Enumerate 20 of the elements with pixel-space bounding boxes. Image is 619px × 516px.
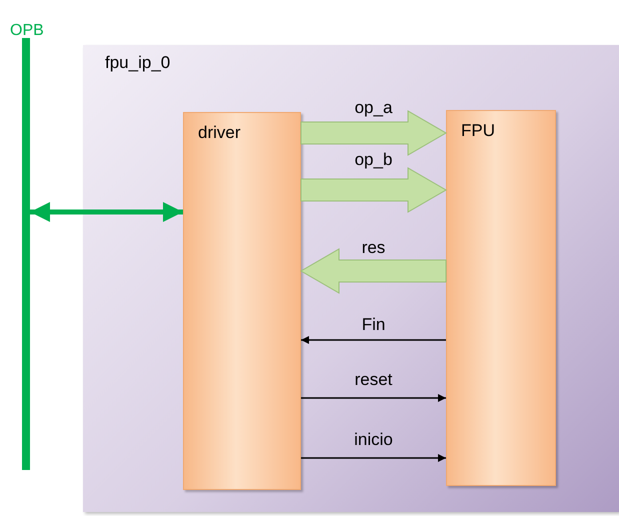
edge-label: res	[362, 238, 386, 258]
edge-label: inicio	[354, 430, 393, 450]
edge-label: op_a	[354, 98, 392, 118]
block-arrow	[300, 248, 446, 294]
arrow	[30, 202, 183, 222]
edge-label: Fin	[362, 315, 386, 335]
arrow	[301, 394, 446, 402]
module-block	[183, 112, 301, 490]
edge-label: reset	[354, 370, 392, 390]
edge-label: op_b	[354, 150, 392, 170]
block-arrow	[300, 167, 447, 213]
arrow	[301, 336, 446, 344]
bus-label: OPB	[10, 22, 44, 40]
module-title: driver	[198, 123, 241, 143]
component-box	[83, 45, 619, 512]
arrow	[301, 454, 446, 462]
block-arrow	[300, 110, 447, 156]
module-title: FPU	[461, 121, 495, 141]
component-title: fpu_ip_0	[105, 53, 170, 73]
module-block	[446, 110, 556, 486]
